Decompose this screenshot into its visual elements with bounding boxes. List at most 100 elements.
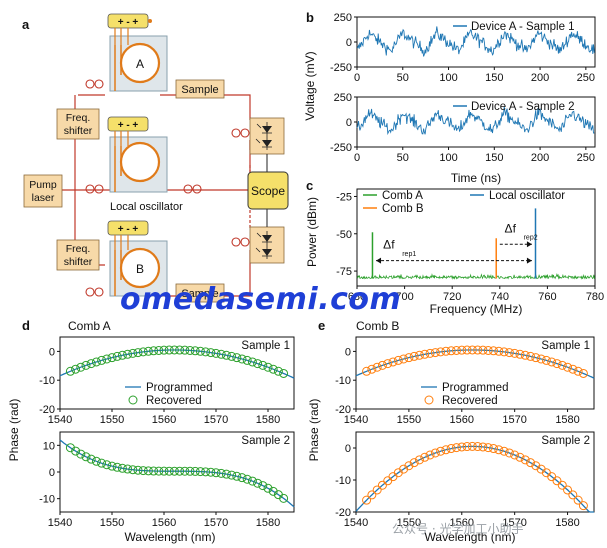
device-a: A + - + [107,13,168,92]
recovered-point [467,345,477,355]
recovered-point [557,480,567,490]
plot-frame [355,431,595,513]
recovered-point [227,470,237,480]
recovered-point [123,349,133,359]
sample-label: Sample 1 [241,340,290,352]
recovered-point [578,368,588,378]
y-tick-label: -10 [335,475,351,487]
device-b-label: B [136,262,144,276]
recovered-point [526,458,536,468]
recovered-point [499,347,509,357]
recovered-point [71,446,81,456]
panel-label-a: a [22,17,30,32]
recovered-point [164,466,174,476]
device-lo: + - + Local oscillator [107,116,183,213]
x-tick-label: 1580 [256,414,280,426]
recovered-point [399,354,409,364]
recovered-point [478,345,488,355]
recovered-point [446,444,456,454]
x-tick-label: 150 [485,72,503,84]
recovered-point [446,346,456,356]
recovered-point [563,362,573,372]
b-xlabel: Time (ns) [451,171,501,185]
programmed-curve [355,349,595,379]
recovered-point [201,467,211,477]
panel-label-e: e [318,318,325,333]
recovered-point [149,466,159,476]
recovered-point [430,348,440,358]
x-tick-label: 1580 [555,414,579,426]
y-tick-label: -20 [335,507,351,519]
panel-a-schematic: a A [22,13,289,303]
recovered-point [499,446,509,456]
legend-label-programmed: Programmed [146,382,212,394]
x-tick-label: 100 [439,152,457,164]
programmed-curve [355,445,594,513]
recovered-point [573,495,583,505]
recovered-point [195,346,205,356]
annotation-delta-f1: Δf [383,238,395,252]
recovered-point [143,466,153,476]
recovered-point [180,345,190,355]
d-xlabel: Wavelength (nm) [125,530,216,544]
recovered-point [383,359,393,369]
device-a-label: A [136,57,144,71]
recovered-point [91,456,101,466]
recovered-point [377,480,387,490]
recovered-point [436,347,446,357]
recovered-point [175,466,185,476]
battery-a-label: + - + [118,17,139,28]
recovered-point [409,351,419,361]
microring-lo [119,141,161,183]
y-tick-label: 0 [49,346,55,358]
x-tick-label: 150 [485,152,503,164]
x-tick-label: 700 [395,291,413,303]
noise-floor [356,273,596,280]
recovered-point [552,476,562,486]
sample-box-top: Sample [175,79,225,99]
y-tick-label: -10 [39,375,55,387]
recovered-point [232,471,242,481]
recovered-point [547,357,557,367]
recovered-point [367,364,377,374]
recovered-point [526,351,536,361]
panel-label-c: c [306,178,313,193]
recovered-point [133,465,143,475]
x-tick-label: 250 [577,152,595,164]
recovered-point [268,364,278,374]
x-tick-label: 1550 [100,517,124,529]
panel-label-d: d [22,318,30,333]
recovered-point [107,353,117,363]
device-b: B + - + [107,220,168,297]
annotation-delta-f2: Δf [505,221,517,235]
annotation-rep1: rep1 [402,251,416,258]
recovered-point [76,362,86,372]
recovered-point [201,347,211,357]
x-tick-label: 1570 [204,517,228,529]
d-ylabel: Phase (rad) [7,399,21,462]
waveguide-a [114,45,122,91]
recovered-point [242,474,252,484]
x-tick-label: 100 [439,72,457,84]
recovered-point [180,466,190,476]
recovered-point [578,501,588,511]
pump-line2: laser [32,192,55,204]
sample-label: Sample 1 [541,340,590,352]
recovered-point [372,362,382,372]
recovered-point [279,493,289,503]
recovered-point [258,360,268,370]
recovered-point [117,350,127,360]
scope-label: Scope [251,184,285,198]
y-tick-label: -20 [39,404,55,416]
y-tick-label: -250 [330,62,352,74]
recovered-point [483,443,493,453]
x-tick-label: 250 [577,72,595,84]
x-tick-label: 1560 [450,517,474,529]
